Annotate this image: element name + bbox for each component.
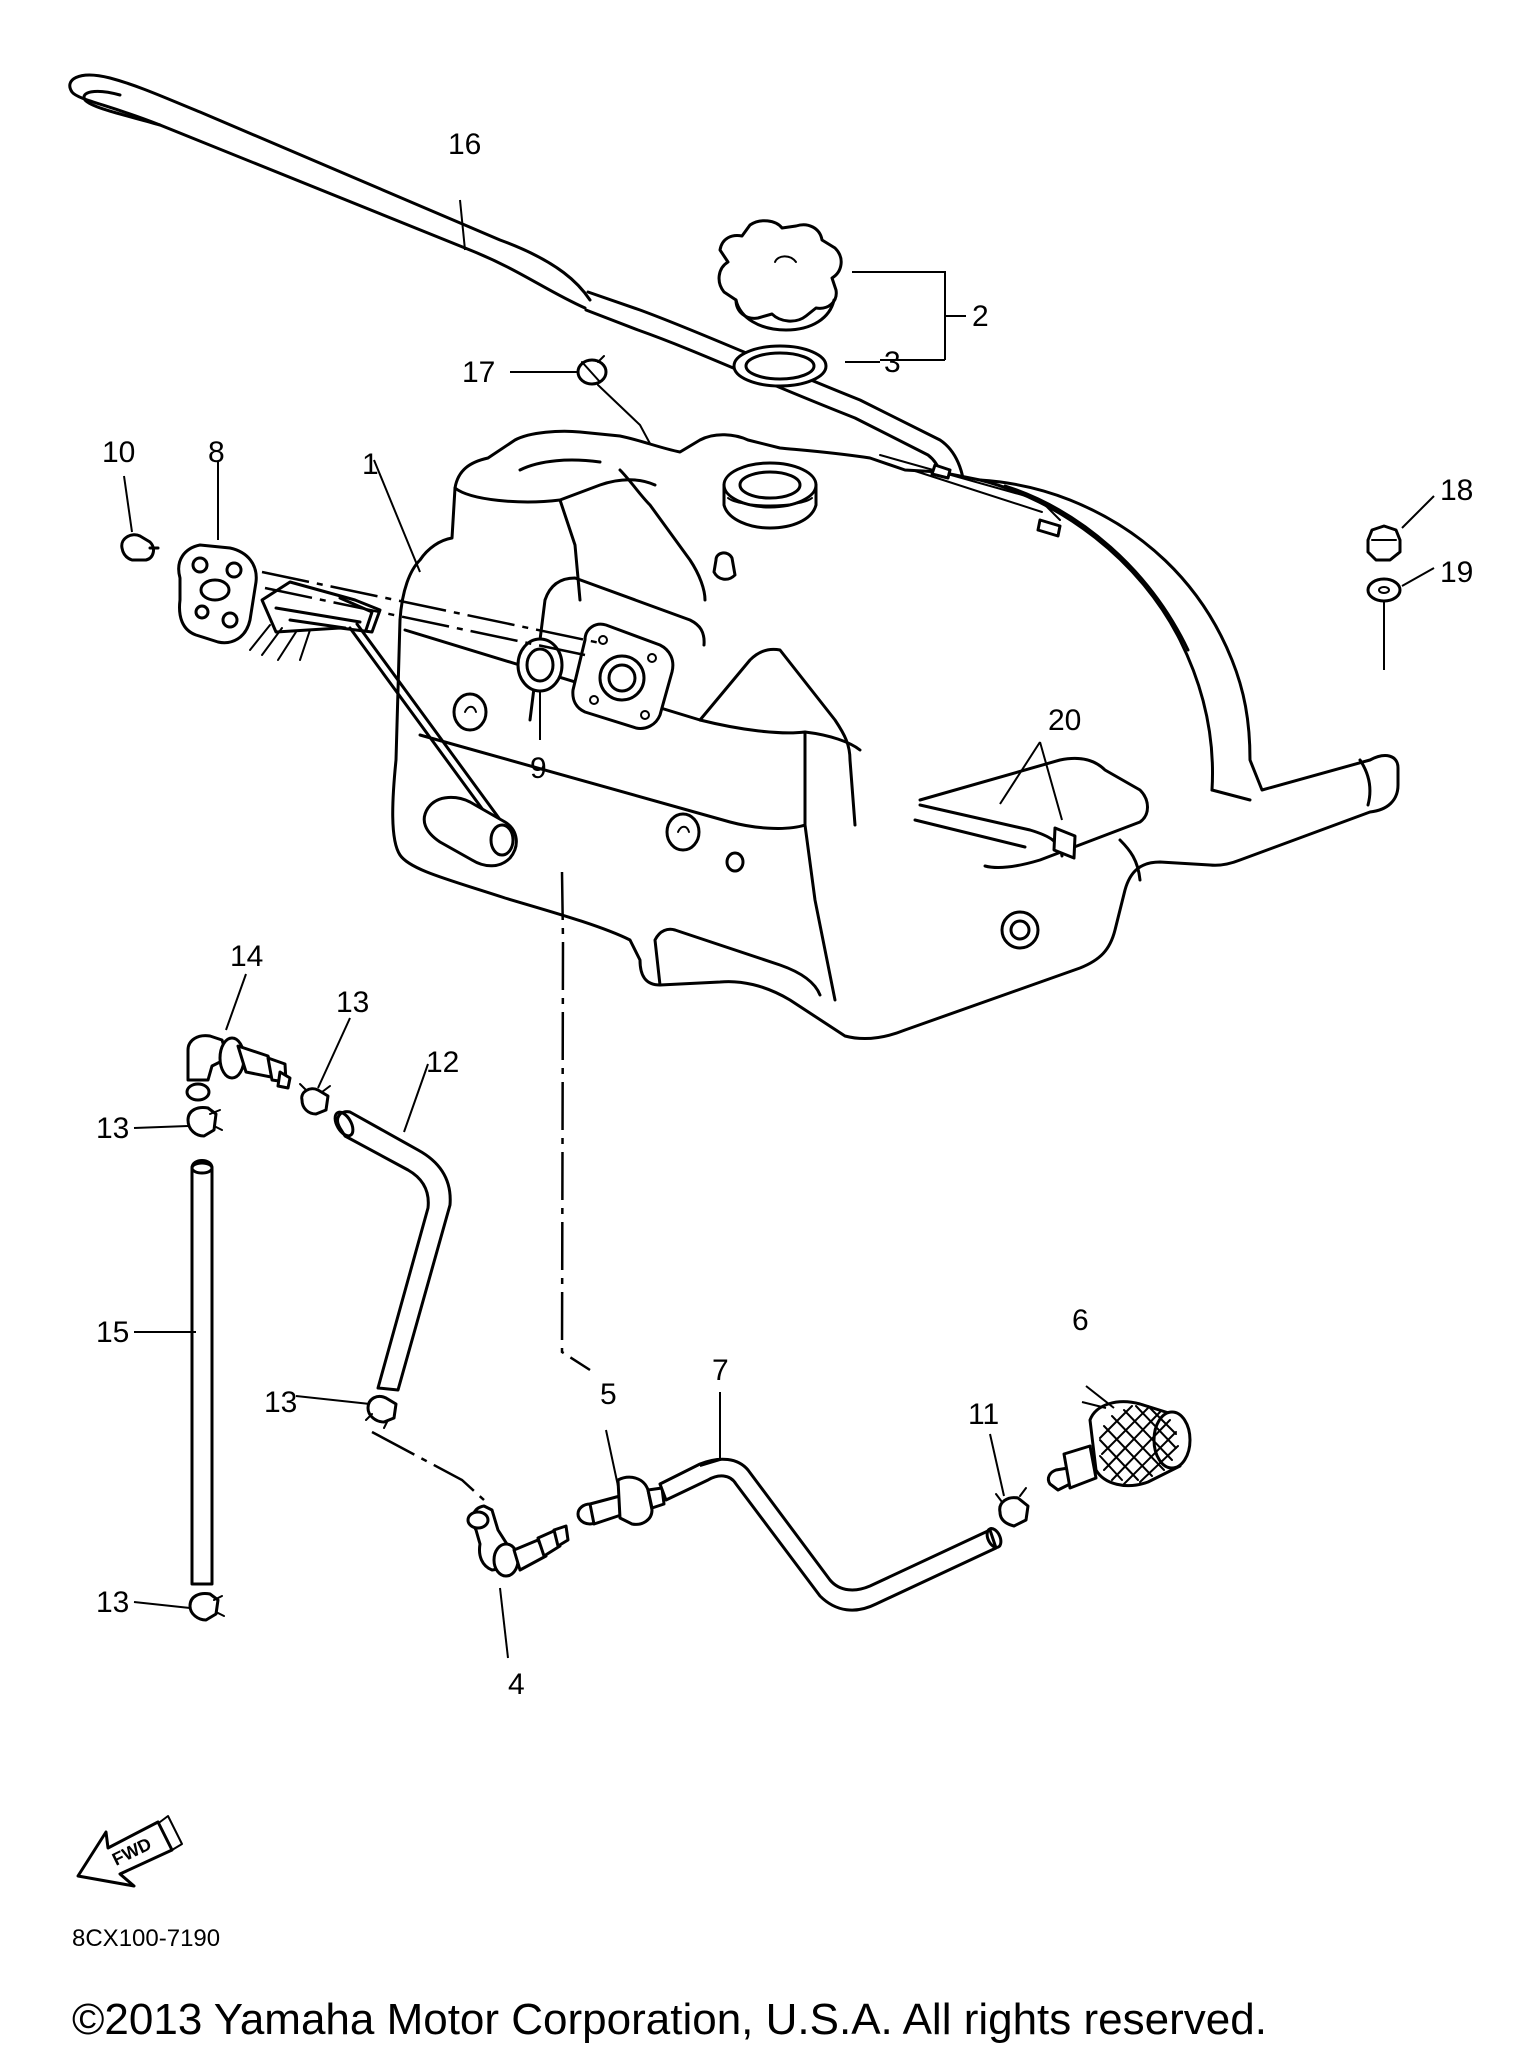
filler-cap-2: [717, 219, 843, 332]
gasket-3: [732, 344, 828, 388]
nut-18: [1366, 524, 1402, 562]
callout-2: 2: [972, 300, 989, 333]
leader-lines: [123, 199, 1435, 1659]
callout-1: 1: [362, 448, 379, 481]
callout-12: 12: [426, 1046, 459, 1079]
callout-4: 4: [508, 1668, 525, 1701]
copyright-notice: ©2013 Yamaha Motor Corporation, U.S.A. A…: [72, 1995, 1267, 2044]
callout-6: 6: [1072, 1304, 1089, 1337]
callout-15: 15: [96, 1316, 129, 1349]
fuel-tank-1: [391, 429, 1400, 1040]
callout-20: 20: [1048, 704, 1081, 737]
leaders-2-3: [845, 271, 966, 363]
fuel-filter-6: [1046, 1400, 1192, 1492]
callout-3: 3: [884, 346, 901, 379]
hose-7: [658, 1457, 1003, 1612]
clamp-13-c: [365, 1394, 398, 1429]
screw-10: [120, 533, 160, 562]
callout-17: 17: [462, 356, 495, 389]
callout-14: 14: [230, 940, 263, 973]
fuel-sender-8: [177, 543, 518, 868]
callout-18: 18: [1440, 474, 1473, 507]
callout-10: 10: [102, 436, 135, 469]
callout-8: 8: [208, 436, 225, 469]
diagram-code: 8CX100-7190: [72, 1925, 220, 1952]
callout-5: 5: [600, 1378, 617, 1411]
callout-13b: 13: [96, 1112, 129, 1145]
clamp-13-d: [188, 1592, 225, 1622]
fwd-arrow: FWD: [76, 1815, 183, 1888]
clamp-13-b: [299, 1083, 331, 1116]
band-20: [913, 803, 1077, 860]
filter-mesh: [1099, 1405, 1179, 1485]
callout-9: 9: [530, 752, 547, 785]
callout-13d: 13: [96, 1586, 129, 1619]
callout-11: 11: [968, 1398, 999, 1431]
hose-15: [190, 1159, 214, 1586]
callout-19: 19: [1440, 556, 1473, 589]
callout-13c: 13: [264, 1386, 297, 1419]
callout-labels: 16 17 2 3 10 8 1 18 19 9 20 14 13 12 13 …: [96, 128, 1473, 1701]
fitting-4: [466, 1504, 570, 1578]
callout-13a: 13: [336, 986, 369, 1019]
washer-19: [1366, 577, 1402, 603]
fitting-14: [185, 1034, 292, 1102]
alignment-lines: [261, 570, 601, 1501]
hose-12: [333, 1110, 452, 1392]
clamp-13-a: [186, 1106, 223, 1138]
clamp-11: [995, 1487, 1030, 1528]
fitting-5: [576, 1475, 666, 1526]
callout-16: 16: [448, 128, 481, 161]
callout-7: 7: [712, 1354, 729, 1387]
